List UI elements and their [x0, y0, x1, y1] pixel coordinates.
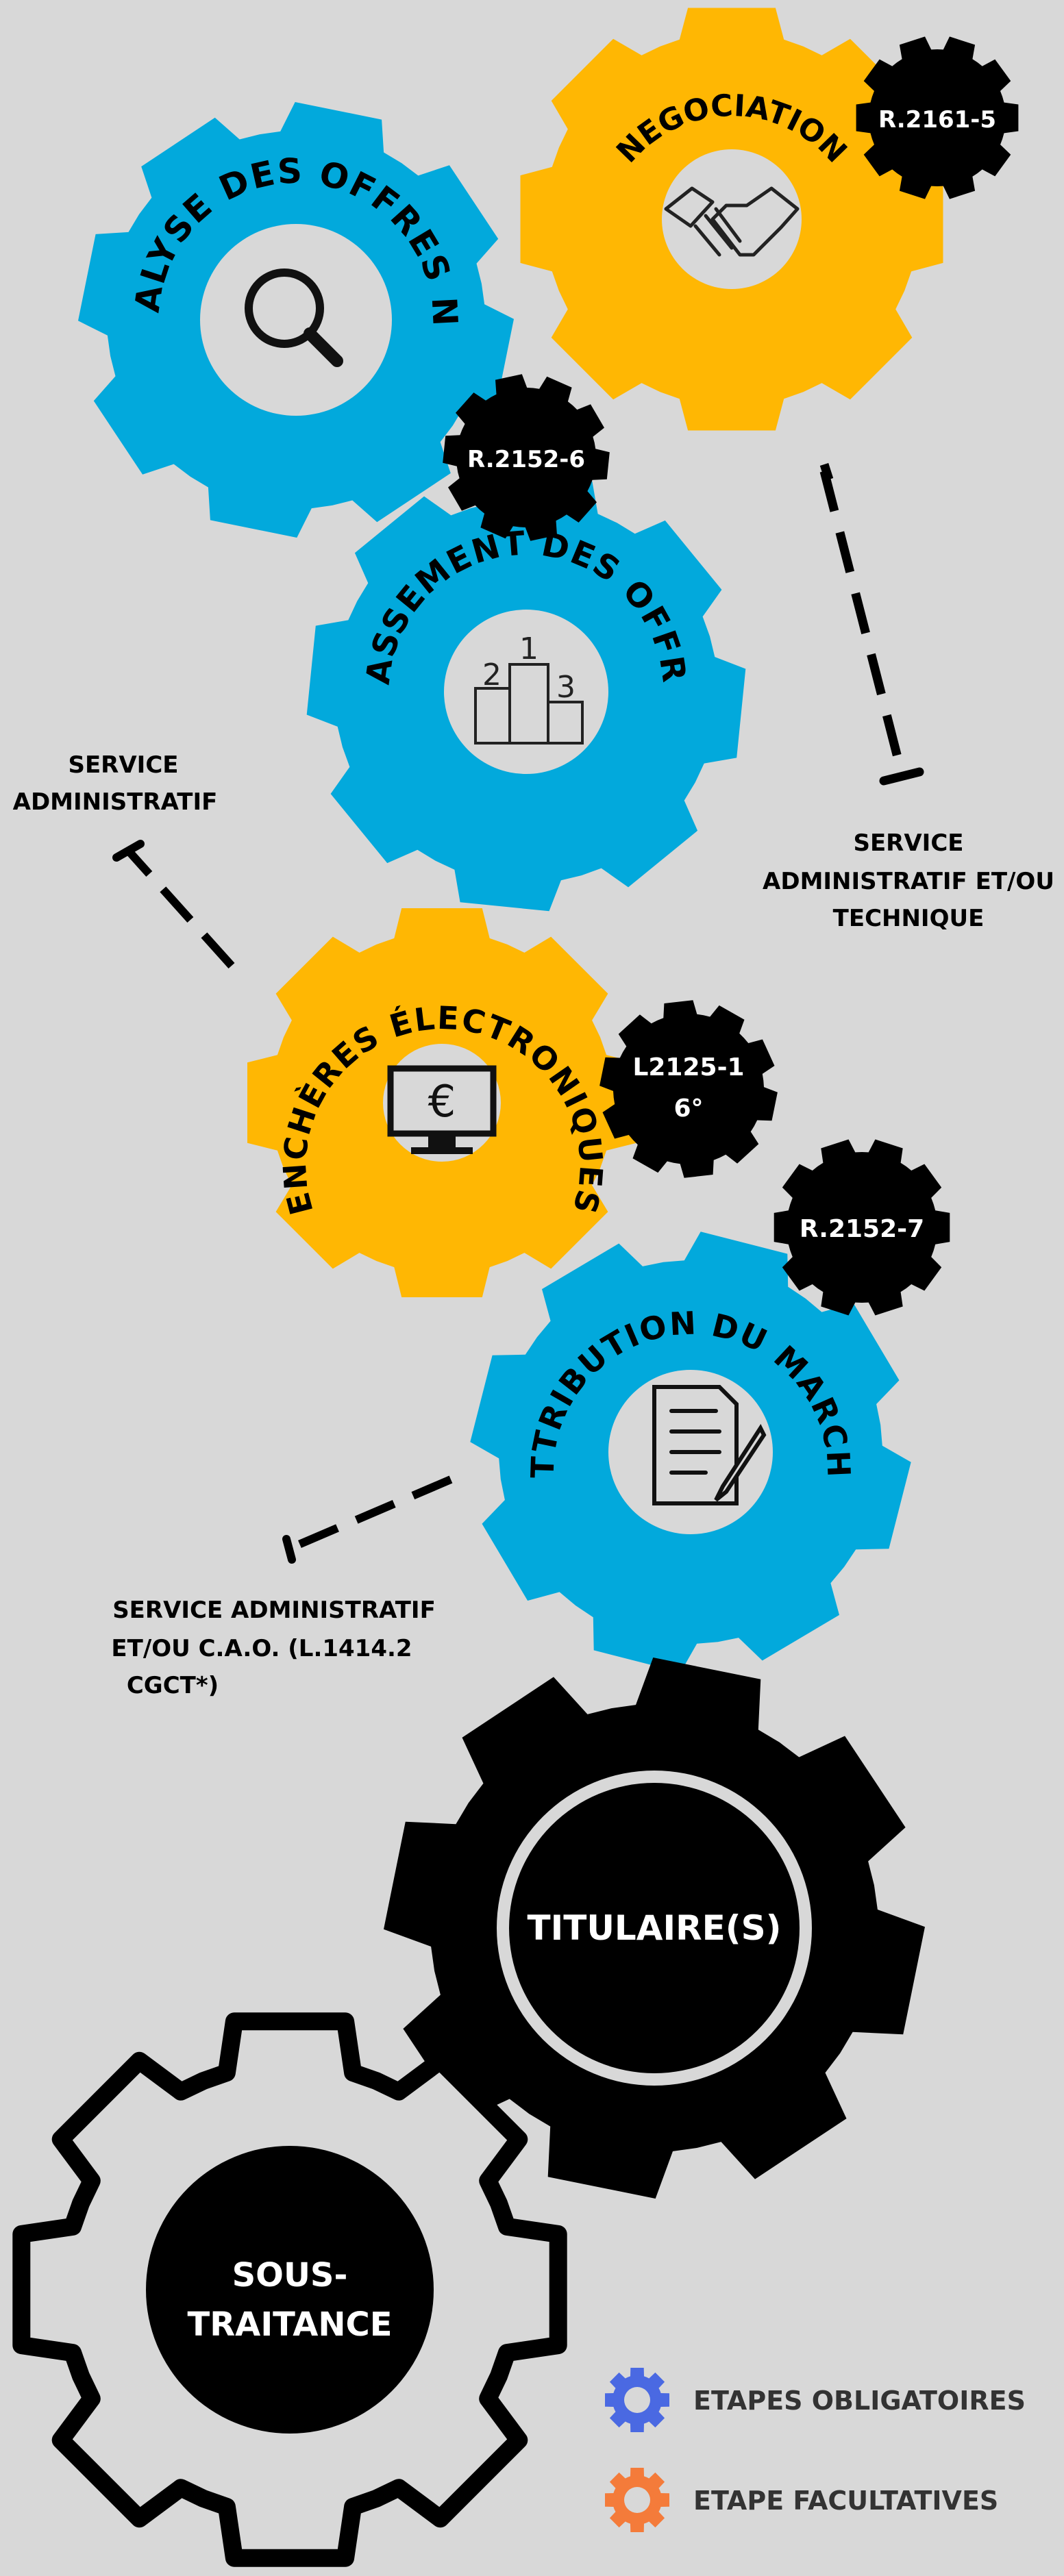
connector-negociation-end — [879, 767, 924, 786]
svg-text:R.2152-6: R.2152-6 — [467, 446, 585, 473]
svg-text:1: 1 — [519, 632, 539, 666]
connector-negociation — [819, 463, 906, 772]
podium-icon: 2 1 3 — [474, 632, 584, 745]
gear-sous-traitance: SOUS- TRAITANCE — [12, 2012, 567, 2567]
legend-mandatory-gear-icon — [605, 2368, 669, 2432]
contract-pen-icon — [652, 1385, 767, 1505]
actor-label-encheres: SERVICE ADMINISTRATIF — [13, 751, 218, 816]
svg-text:TECHNIQUE: TECHNIQUE — [833, 905, 985, 932]
outcome-titulaire: TITULAIRE(S) — [528, 1908, 782, 1948]
badge-encheres: L2125-1 6° — [599, 1000, 778, 1178]
actor-label-negociation: SERVICE ADMINISTRATIF ET/OU TECHNIQUE — [763, 829, 1054, 932]
svg-text:R.2152-7: R.2152-7 — [800, 1215, 924, 1243]
actor-label-attribution: SERVICE ADMINISTRATIF ET/OU C.A.O. (L.14… — [111, 1597, 435, 1699]
svg-text:2: 2 — [482, 658, 502, 692]
legend-optional-gear-icon — [605, 2468, 669, 2532]
gear-titulaire: TITULAIRE(S) — [384, 1658, 925, 2199]
outcome-sous-traitance-line2: TRAITANCE — [187, 2305, 392, 2344]
gear-encheres: ENCHÈRES ÉLECTRONIQUES € — [247, 908, 636, 1297]
svg-text:6°: 6° — [673, 1095, 703, 1123]
legend: ETAPES OBLIGATOIRES ETAPE FACULTATIVES — [605, 2368, 1026, 2532]
svg-text:SERVICE ADMINISTRATIF: SERVICE ADMINISTRATIF — [112, 1597, 436, 1624]
svg-text:€: € — [428, 1077, 456, 1127]
svg-text:L2125-1: L2125-1 — [632, 1053, 744, 1081]
svg-text:CGCT*): CGCT*) — [127, 1672, 219, 1699]
svg-text:ADMINISTRATIF ET/OU: ADMINISTRATIF ET/OU — [763, 868, 1054, 895]
legend-mandatory-label: ETAPES OBLIGATOIRES — [693, 2386, 1026, 2416]
svg-text:SERVICE: SERVICE — [68, 751, 178, 779]
svg-text:R.2161-5: R.2161-5 — [878, 106, 996, 134]
gear-analyse: ANALYSE DES OFFRES N°2 — [0, 0, 514, 538]
badge-attribution: R.2152-7 — [774, 1139, 950, 1316]
badge-classement: R.2152-6 — [443, 374, 610, 541]
gear-negociation: NEGOCIATION — [520, 8, 943, 431]
badge-negociation: R.2161-5 — [856, 36, 1019, 199]
computer-euro-icon: € — [387, 1065, 497, 1154]
connector-encheres — [112, 840, 235, 969]
outcome-sous-traitance-line1: SOUS- — [232, 2256, 348, 2294]
legend-optional-label: ETAPE FACULTATIVES — [693, 2486, 998, 2516]
handshake-icon — [664, 186, 800, 257]
svg-text:SERVICE: SERVICE — [853, 829, 963, 857]
svg-text:ET/OU C.A.O. (L.1414.2: ET/OU C.A.O. (L.1414.2 — [111, 1635, 412, 1662]
svg-text:ADMINISTRATIF: ADMINISTRATIF — [13, 788, 218, 816]
connector-attribution — [282, 1475, 453, 1564]
magnifier-icon — [245, 268, 343, 367]
svg-text:3: 3 — [556, 670, 576, 705]
